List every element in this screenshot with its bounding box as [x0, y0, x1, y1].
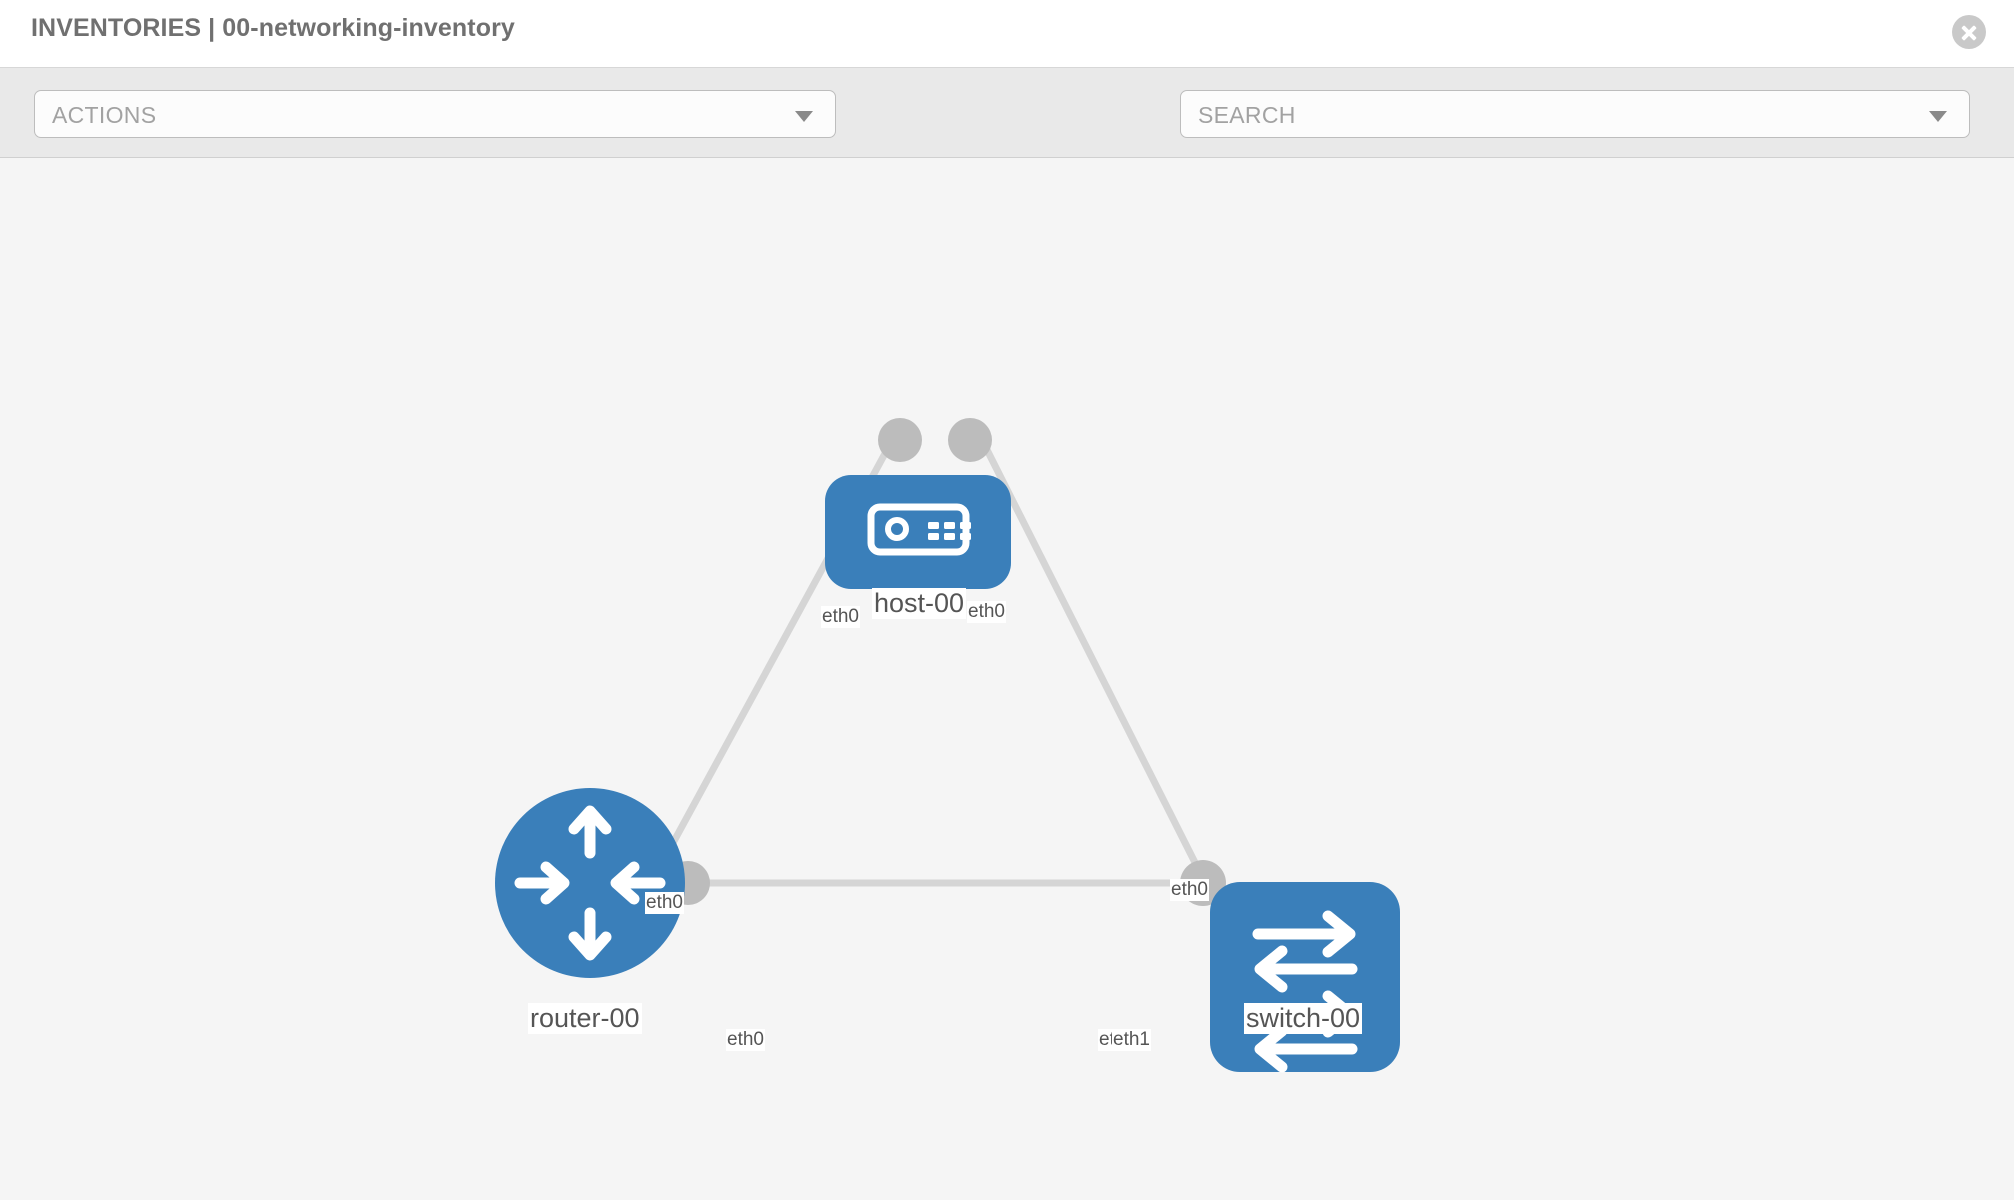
iface-label-router00-right: eth0: [726, 1029, 765, 1051]
iface-label-switch00-up: eth0: [1170, 879, 1209, 901]
server-icon-led: [885, 517, 909, 541]
node-label-router-00: router-00: [528, 1003, 642, 1035]
connector-host00-right: [948, 418, 992, 462]
topology-canvas[interactable]: host-00 router-00 switch-00 eth0 eth0 et…: [0, 158, 2014, 1200]
iface-label-host00-left: eth0: [821, 606, 860, 628]
page-header: INVENTORIES | 00-networking-inventory: [0, 0, 2014, 68]
node-router-00-shape: [495, 788, 685, 978]
iface-label-router00-up: eth0: [645, 892, 684, 914]
close-icon[interactable]: [1952, 15, 1986, 49]
topology-graph: [495, 418, 1400, 1073]
chevron-down-icon[interactable]: [1929, 111, 1947, 122]
node-label-switch-00: switch-00: [1244, 1003, 1363, 1035]
node-host-00-shape: [825, 475, 1011, 589]
router-icon: [514, 805, 666, 961]
toolbar: ACTIONS SEARCH: [0, 68, 2014, 196]
search-placeholder: SEARCH: [1198, 102, 1296, 128]
node-host-00: [825, 475, 1011, 589]
chevron-down-icon: [795, 111, 813, 122]
node-label-host-00: host-00: [872, 588, 967, 620]
actions-dropdown[interactable]: ACTIONS: [34, 90, 836, 138]
iface-label-host00-right: eth0: [967, 601, 1006, 623]
edge-host00-switch00: [971, 424, 1236, 938]
node-router-00: [495, 788, 685, 978]
search-input[interactable]: SEARCH: [1180, 90, 1970, 138]
server-icon: [867, 503, 970, 556]
server-icon-ports: [928, 522, 971, 540]
iface-label-switch00-left: eth1: [1112, 1029, 1151, 1051]
connector-host00-left: [878, 418, 922, 462]
node-switch-00: [1210, 882, 1400, 1073]
page-title: INVENTORIES | 00-networking-inventory: [31, 14, 515, 42]
actions-dropdown-label: ACTIONS: [52, 102, 157, 128]
